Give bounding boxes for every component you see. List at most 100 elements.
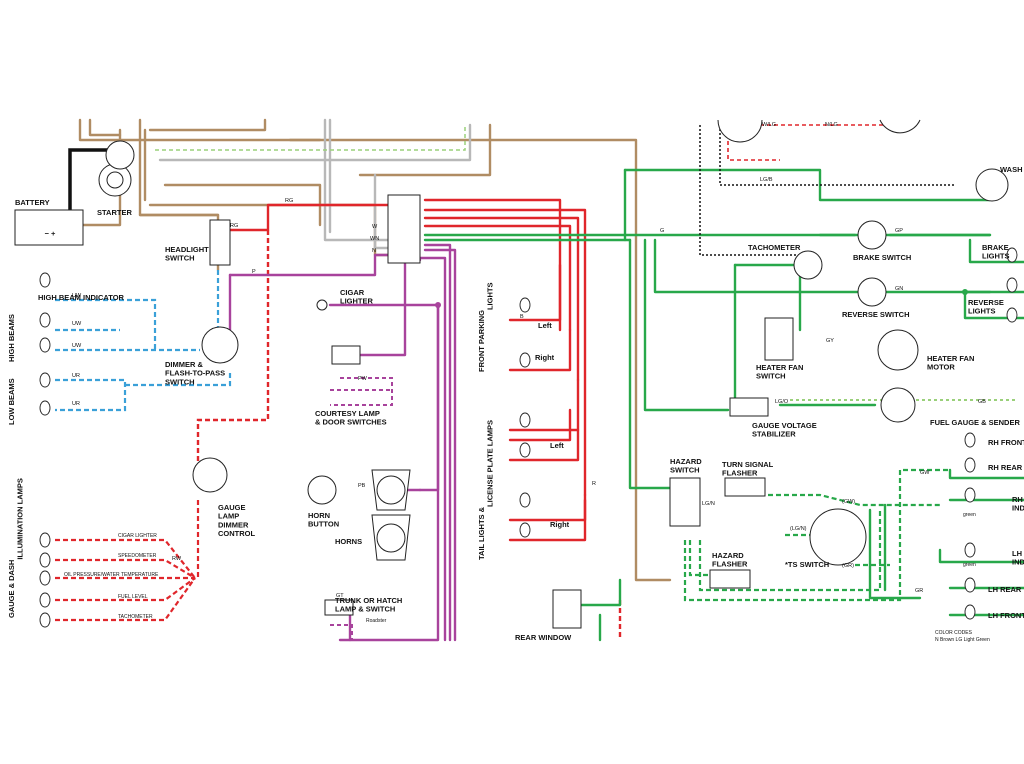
trunk-switch [324,599,354,616]
svg-text:GB: GB [978,399,986,405]
svg-text:LG/O: LG/O [775,399,789,405]
starter-icon [98,140,135,197]
svg-text:GY: GY [826,338,834,344]
fuel-gauge-label: FUEL GAUGE & SENDER [930,418,1020,427]
purple-dashed [330,377,393,640]
svg-text:GW: GW [920,470,930,476]
tail-right-label: Right [550,520,570,529]
svg-text:PB: PB [358,483,366,489]
svg-text:RW: RW [172,556,182,562]
battery: − + [14,209,84,246]
reverse-switch-label: REVERSE SWITCH [842,310,910,319]
horns-label: HORNS [335,537,362,546]
illum-oil-label: OIL PRESSURE/WATER TEMPERATURE [64,572,159,578]
color-codes-line: N Brown LG Light Green [935,637,990,643]
wash-label: WASH [1000,165,1023,174]
parking-left-label: Left [538,321,552,330]
starter-label: STARTER [97,208,132,217]
svg-text:UW: UW [72,343,82,349]
illum-speedo-label: SPEEDOMETER [118,553,157,559]
purple-junction [435,302,441,308]
tail-left-label: Left [550,441,564,450]
svg-text:− +: − + [45,229,56,238]
tachometer-icon [793,250,823,280]
rear-window-label: REAR WINDOW [515,633,572,642]
parking-right-label: Right [535,353,555,362]
wash-icon [975,168,1009,202]
blue-wires [55,270,232,412]
svg-text:GP: GP [895,228,903,234]
svg-text:G: G [660,228,664,234]
roadster-label: Roadster [366,618,387,624]
gauge-dimmer-icon [192,457,228,493]
svg-text:UW: UW [72,293,82,299]
svg-text:RG: RG [285,198,293,204]
dimmer-switch [201,326,239,364]
voltage-stabilizer [729,397,769,417]
red-dashed-dimmer [196,230,270,470]
svg-text:UR: UR [72,373,80,379]
svg-text:LG/B: LG/B [760,177,773,183]
svg-text:N: N [372,248,376,254]
lh-front-label: LH FRONT [988,611,1024,620]
svg-text:RG: RG [230,223,238,229]
front-parking-label: FRONT PARKINGLIGHTS [477,283,495,372]
top-gauge-right [879,119,921,134]
rear-window-switch [552,589,582,629]
svg-text:N/LG: N/LG [825,122,838,128]
light-green-dashed [155,125,466,151]
tachometer-label: TACHOMETER [748,243,801,252]
svg-text:P: P [252,269,256,275]
brown-wires [38,118,672,582]
turn-signal-flasher [724,477,766,497]
courtesy-lamp-label: COURTESY LAMP& DOOR SWITCHES [315,409,387,427]
rh-rear-label: RH REAR [988,463,1023,472]
high-beam-indicator-label: HIGH BEAM INDICATOR [38,293,125,302]
svg-text:PW: PW [358,376,368,382]
rh-front-label: RH FRONT [988,438,1024,447]
svg-text:(GW): (GW) [842,499,855,505]
low-beams-label: LOW BEAMS [7,378,16,425]
hazard-switch [669,477,701,527]
horn-button-icon [307,475,337,505]
brake-switch-label: BRAKE SWITCH [853,253,911,262]
battery-label: BATTERY [15,198,50,207]
battery-cable [68,148,110,210]
color-codes-title: COLOR CODES [935,630,973,636]
tail-lights-label: TAIL LIGHTS &LICENSE PLATE LAMPS [477,420,495,560]
black-white-dash [699,125,955,256]
wire-codes: RG RG UW UW UW UR UR P G GP GN GY LG/O G… [72,122,986,599]
grey-wires [158,118,472,250]
headlight-switch [209,219,231,266]
illum-tach-label: TACHOMETER [118,614,153,620]
svg-text:B: B [520,314,524,320]
svg-text:UW: UW [72,321,82,327]
high-beams-label: HIGH BEAMS [7,314,16,362]
ts-switch-icon [809,508,867,566]
top-gauge-left [717,119,763,143]
red-wires [224,198,587,542]
svg-text:(GR): (GR) [842,563,854,569]
courtesy-switch [331,345,361,365]
fuse-block [387,194,421,264]
fuel-gauge-icon [880,387,916,423]
brake-switch-icon [857,220,887,250]
svg-text:GR: GR [915,588,923,594]
svg-text:GT: GT [336,593,344,599]
purple-wires [228,243,457,642]
lh-rear-label: LH REAR [988,585,1022,594]
svg-text:LG/N: LG/N [702,501,715,507]
horns-icon [371,469,411,561]
illum-cigar-label: CIGAR LIGHTER [118,533,157,539]
